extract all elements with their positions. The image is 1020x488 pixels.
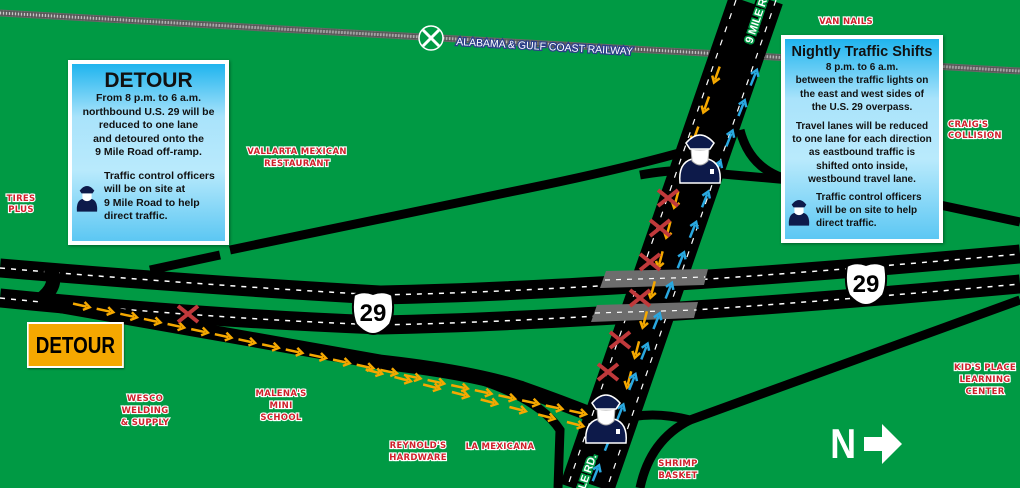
detour-info-box: DETOUR From 8 p.m. to 6 a.m. northbound …	[68, 60, 229, 245]
northbound-arrow	[688, 219, 699, 239]
northbound-arrow	[676, 250, 687, 269]
northbound-arrow	[591, 463, 602, 482]
closed-lane-x-icon	[596, 362, 620, 382]
detour-arrow	[309, 352, 329, 362]
detour-arrow	[403, 372, 423, 383]
traffic-shifts-lanes: Travel lanes will be reduced to one lane…	[792, 120, 932, 186]
closed-lane-x-icon	[628, 288, 652, 308]
northbound-arrow	[652, 311, 663, 330]
detour-arrow	[190, 326, 211, 337]
officer-note: Traffic control officers will be on site…	[76, 170, 221, 224]
detour-arrow	[143, 316, 163, 327]
detour-arrow	[285, 347, 305, 357]
detour-arrow	[509, 405, 529, 415]
closed-lane-x-icon	[176, 304, 200, 324]
shield-number: 29	[360, 300, 387, 327]
detour-arrow	[422, 382, 442, 393]
officer-note: Traffic control officers will be on site…	[788, 191, 936, 231]
detour-arrow	[394, 375, 414, 385]
detour-title: DETOUR	[104, 69, 193, 92]
northbound-arrow	[640, 341, 651, 360]
detour-arrow	[261, 341, 281, 352]
detour-arrow	[537, 412, 557, 423]
traffic-shifts-title: Nightly Traffic Shifts	[791, 44, 933, 60]
railroad-crossing-icon	[418, 25, 444, 51]
northbound-arrow	[664, 280, 675, 300]
shield-number: 29	[853, 271, 880, 298]
closed-lane-x-icon	[608, 330, 632, 350]
detour-arrow	[167, 321, 187, 332]
detour-arrow	[498, 392, 518, 403]
detour-arrow	[521, 397, 541, 408]
us-29-shield-west: 29	[351, 291, 395, 336]
detour-description: From 8 p.m. to 6 a.m. northbound U.S. 29…	[82, 92, 215, 158]
detour-ramp	[38, 294, 603, 425]
overpass	[591, 269, 708, 322]
label-van-nails: VAN NAILS	[819, 17, 873, 27]
detour-arrow	[238, 336, 258, 347]
detour-arrow	[480, 397, 500, 408]
detour-sign: DETOUR	[27, 322, 124, 368]
closed-lane-x-icon	[648, 218, 672, 238]
detour-arrow	[474, 387, 494, 398]
detour-arrow	[96, 306, 116, 317]
northbound-arrow	[749, 67, 760, 87]
northbound-arrow	[615, 402, 627, 421]
traffic-shifts-times: 8 p.m. to 6 a.m. between the traffic lig…	[795, 62, 929, 114]
detour-arrow	[120, 311, 140, 322]
us-29-shield-east: 29	[844, 262, 888, 307]
north-label: N	[830, 420, 857, 467]
north-arrow: N	[828, 420, 904, 468]
detour-arrow	[214, 331, 234, 342]
detour-arrow	[365, 367, 385, 378]
southbound-arrow	[711, 66, 721, 85]
closed-lane-marks	[176, 188, 680, 382]
southbound-arrow	[700, 96, 711, 115]
detour-arrow	[569, 408, 589, 418]
police-officer-icon	[788, 199, 810, 226]
detour-arrow	[566, 420, 586, 430]
southbound-arrow	[631, 340, 641, 360]
detour-arrow	[451, 390, 471, 400]
detour-arrow	[332, 357, 352, 368]
detour-arrow	[72, 301, 92, 312]
northbound-arrow	[737, 98, 748, 117]
northbound-arrow	[628, 371, 639, 391]
police-officer-icon	[76, 185, 98, 212]
detour-arrow	[427, 377, 447, 388]
police-officer-icon	[585, 394, 627, 444]
traffic-shifts-info-box: Nightly Traffic Shifts 8 p.m. to 6 a.m. …	[781, 35, 943, 243]
traffic-arrows	[72, 66, 760, 482]
closed-lane-x-icon	[638, 252, 662, 272]
northbound-arrow	[725, 128, 736, 147]
railway-label: ALABAMA & GULF COAST RAILWAY	[456, 36, 633, 58]
detour-arrow	[450, 382, 471, 393]
arrow-right-icon	[864, 424, 903, 464]
northbound-arrow	[700, 189, 712, 208]
detour-arrow	[545, 403, 565, 413]
police-officer-icon	[679, 134, 721, 184]
label-la-mexicana: LA MEXICANA	[466, 442, 535, 452]
southbound-arrow	[639, 310, 649, 330]
closed-lane-x-icon	[656, 188, 680, 208]
detour-arrow	[380, 367, 400, 378]
